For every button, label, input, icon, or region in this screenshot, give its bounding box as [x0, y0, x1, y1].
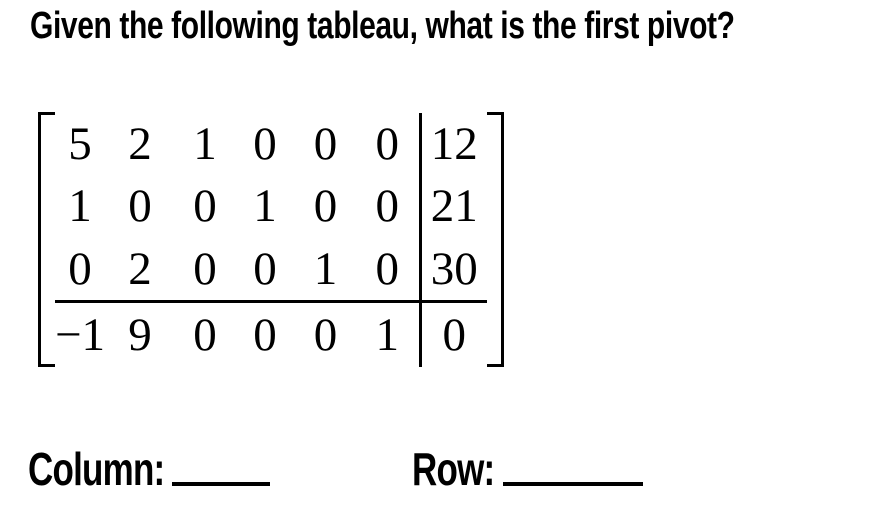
tableau-cell-rhs: 0 [418, 300, 488, 367]
tableau-cell: 1 [313, 242, 338, 295]
tableau-cell-rhs: 30 [418, 237, 488, 302]
tableau-cell: 1 [68, 180, 92, 233]
tableau-cell: 1 [253, 180, 277, 233]
row-label: Row: [412, 443, 495, 495]
tableau-cell: 1 [193, 117, 217, 170]
right-bracket [487, 112, 505, 367]
tableau-cell: 0 [295, 300, 357, 367]
tableau-cell: 0 [175, 300, 236, 367]
tableau-cell: 1 [356, 300, 421, 367]
tableau-cell: −1 [55, 300, 106, 367]
tableau-cell: 0 [313, 117, 338, 170]
row-answer-group: Row: [412, 446, 692, 492]
tableau-cell: 2 [128, 242, 152, 295]
tableau-objective-row: −1 9 0 0 0 1 0 [55, 300, 488, 367]
tableau-cell: 0 [375, 180, 400, 233]
column-answer-group: Column: [28, 446, 308, 492]
tableau-cell: 0 [128, 180, 152, 233]
tableau-cell: 0 [253, 242, 277, 295]
tableau-cell: 0 [235, 300, 296, 367]
tableau-table: 5 2 1 0 0 0 12 1 0 0 1 0 0 21 0 2 0 [55, 113, 488, 367]
tableau-cell: 0 [375, 242, 400, 295]
tableau-cell: 5 [68, 117, 92, 170]
tableau-cell: 0 [68, 242, 92, 295]
tableau-cell: 2 [128, 117, 152, 170]
tableau-cell: 0 [193, 180, 217, 233]
left-bracket [38, 112, 55, 367]
tableau-row-2: 1 0 0 1 0 0 21 [55, 175, 488, 238]
tableau-row-3: 0 2 0 0 1 0 30 [55, 237, 488, 302]
tableau-matrix: 5 2 1 0 0 0 12 1 0 0 1 0 0 21 0 2 0 [38, 112, 505, 367]
column-label: Column: [28, 443, 165, 495]
column-answer-blank[interactable] [172, 446, 270, 486]
tableau-cell: 0 [193, 242, 217, 295]
tableau-cell: 0 [375, 117, 400, 170]
tableau-cell-rhs: 21 [418, 175, 488, 238]
tableau-cell: 0 [313, 180, 338, 233]
question-title: Given the following tableau, what is the… [30, 5, 735, 47]
tableau-cell-rhs: 12 [418, 113, 488, 176]
tableau-row-1: 5 2 1 0 0 0 12 [55, 113, 488, 176]
tableau-cell: 9 [105, 300, 176, 367]
tableau-cell: 0 [253, 117, 277, 170]
row-answer-blank[interactable] [503, 446, 643, 486]
